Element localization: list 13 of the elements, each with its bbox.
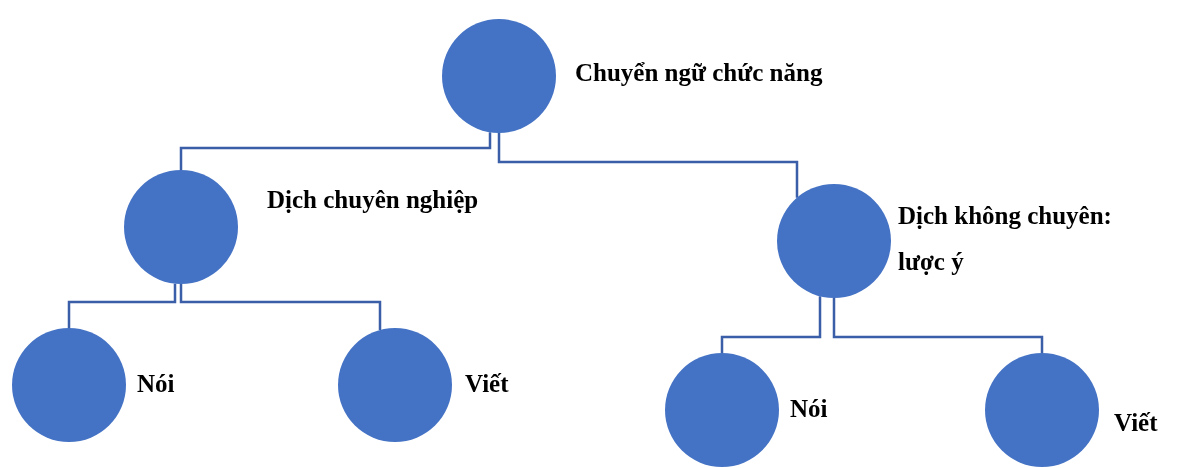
node-label: Nói: [790, 394, 829, 424]
node-label: Chuyển ngữ chức năng: [575, 58, 824, 88]
node-label: Viết: [1114, 408, 1159, 438]
connector-line: [497, 133, 799, 198]
connector-line: [832, 298, 1044, 353]
connector-line: [179, 132, 492, 170]
connector-line: [67, 283, 177, 328]
node-label: Dịch không chuyên: lược ý: [898, 201, 1113, 277]
node-label: Dịch chuyên nghiệp: [267, 185, 480, 215]
node-label: Nói: [137, 369, 176, 399]
connector-line: [720, 296, 822, 353]
node-label: Viết: [465, 369, 510, 399]
connector-line: [179, 284, 382, 330]
